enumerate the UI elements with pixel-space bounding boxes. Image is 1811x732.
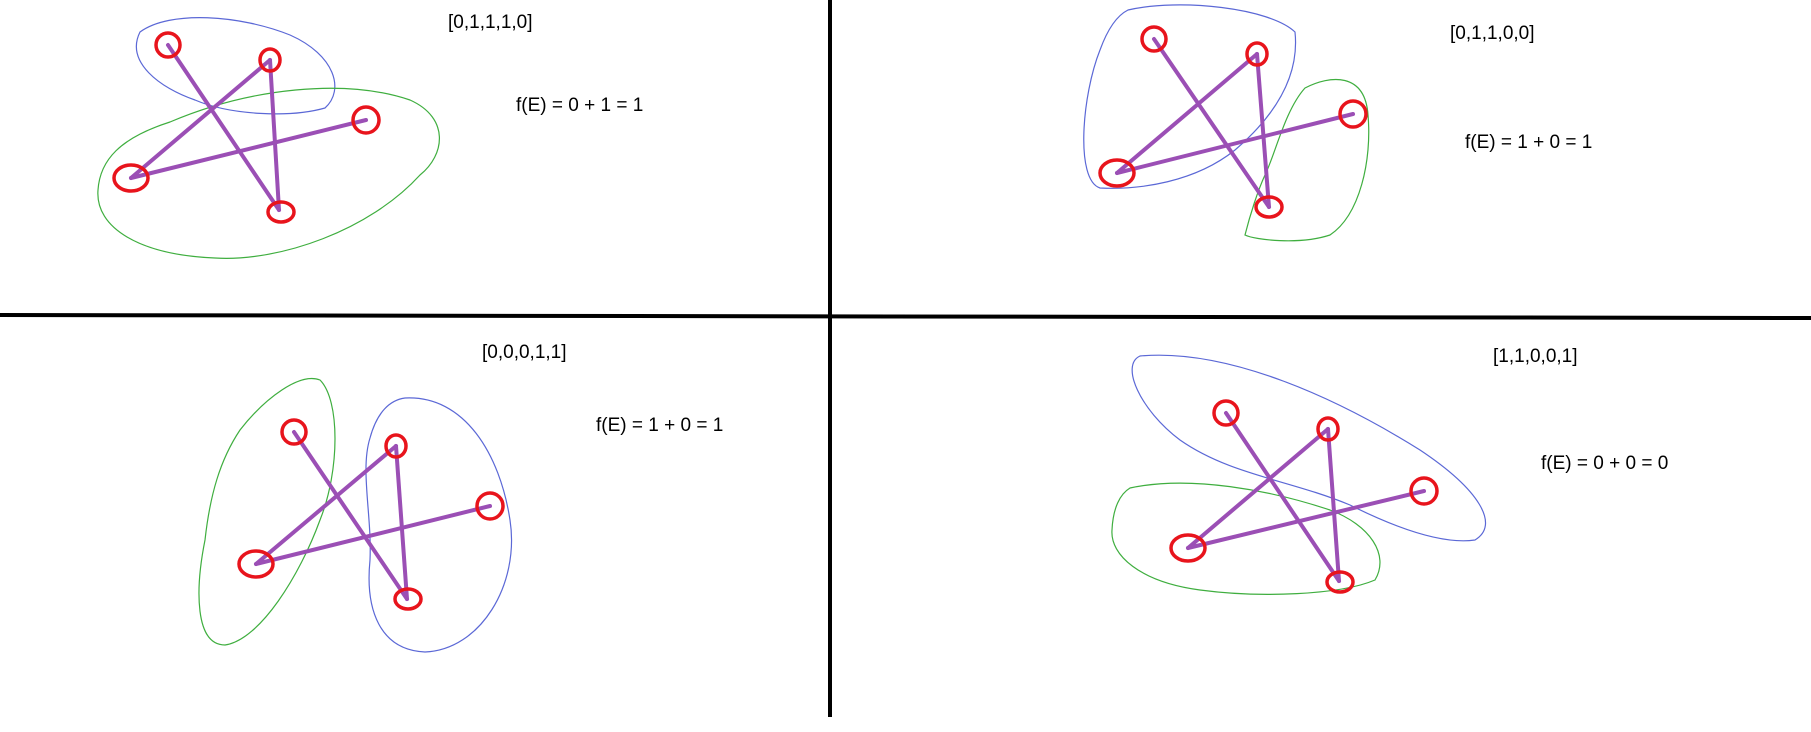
panel-4-edge: [1186, 489, 1426, 550]
panel-3-node: [384, 433, 408, 459]
panel-3-node: [475, 491, 505, 521]
panel-2-node: [1140, 25, 1168, 53]
panel-2-edge: [1115, 52, 1259, 175]
panel-2: [0,1,1,0,0] f(E) = 1 + 0 = 1: [1083, 4, 1592, 242]
panel-2-edge: [1152, 37, 1271, 209]
panel-1-node: [266, 200, 296, 224]
horizontal-divider: [0, 313, 1811, 320]
panel-1-node: [258, 47, 282, 73]
panel-2-node: [1254, 195, 1284, 219]
panel-1-edge: [166, 43, 281, 212]
panel-1-group-blue: [135, 17, 336, 115]
panel-2-node: [1245, 41, 1269, 67]
panel-3-edge: [292, 430, 409, 601]
panel-2-vector: [0,1,1,0,0]: [1450, 23, 1535, 44]
panel-2-group-blue: [1083, 4, 1297, 189]
panel-2-edge: [1255, 52, 1271, 209]
panel-3-edge: [394, 444, 409, 601]
panel-3-node: [237, 549, 275, 579]
panel-3-vector: [0,0,0,1,1]: [482, 342, 567, 363]
panel-4-formula: f(E) = 0 + 0 = 0: [1541, 453, 1668, 474]
panel-3-group-green: [198, 378, 336, 646]
panel-1-node: [154, 31, 182, 59]
panel-1-node: [351, 105, 381, 135]
panel-4-node: [1169, 533, 1207, 563]
panel-4-node: [1316, 416, 1340, 442]
panel-2-formula: f(E) = 1 + 0 = 1: [1465, 132, 1592, 153]
panel-1-node: [112, 163, 150, 193]
panel-3-node: [393, 587, 423, 611]
panel-2-node: [1098, 158, 1136, 188]
panel-3-group-blue: [365, 397, 513, 653]
panel-1-edge: [268, 58, 281, 212]
panel-4-edge: [1186, 427, 1330, 550]
panel-3-edge: [254, 444, 398, 566]
panel-2-edge: [1115, 112, 1355, 175]
panel-2-node: [1338, 99, 1368, 129]
panel-3-edge: [254, 504, 492, 566]
panel-1-edge: [129, 58, 272, 180]
panel-4-edge: [1224, 411, 1341, 583]
panel-1-group-green: [97, 87, 440, 259]
panel-1-formula: f(E) = 0 + 1 = 1: [516, 95, 643, 116]
panel-1: [0,1,1,1,0] f(E) = 0 + 1 = 1: [97, 12, 643, 259]
panel-3: [0,0,0,1,1] f(E) = 1 + 0 = 1: [198, 342, 723, 653]
panel-3-formula: f(E) = 1 + 0 = 1: [596, 415, 723, 436]
panel-3-node: [280, 418, 308, 446]
panel-1-edge: [129, 118, 368, 180]
panel-1-vector: [0,1,1,1,0]: [448, 12, 533, 33]
panel-4-group-blue: [1131, 354, 1486, 542]
panel-4-vector: [1,1,0,0,1]: [1493, 346, 1578, 367]
panel-4: [1,1,0,0,1] f(E) = 0 + 0 = 0: [1111, 346, 1668, 595]
panel-4-node: [1409, 476, 1439, 506]
panel-4-node: [1212, 399, 1240, 427]
panel-4-node: [1325, 570, 1355, 594]
panel-4-edge: [1326, 427, 1341, 583]
